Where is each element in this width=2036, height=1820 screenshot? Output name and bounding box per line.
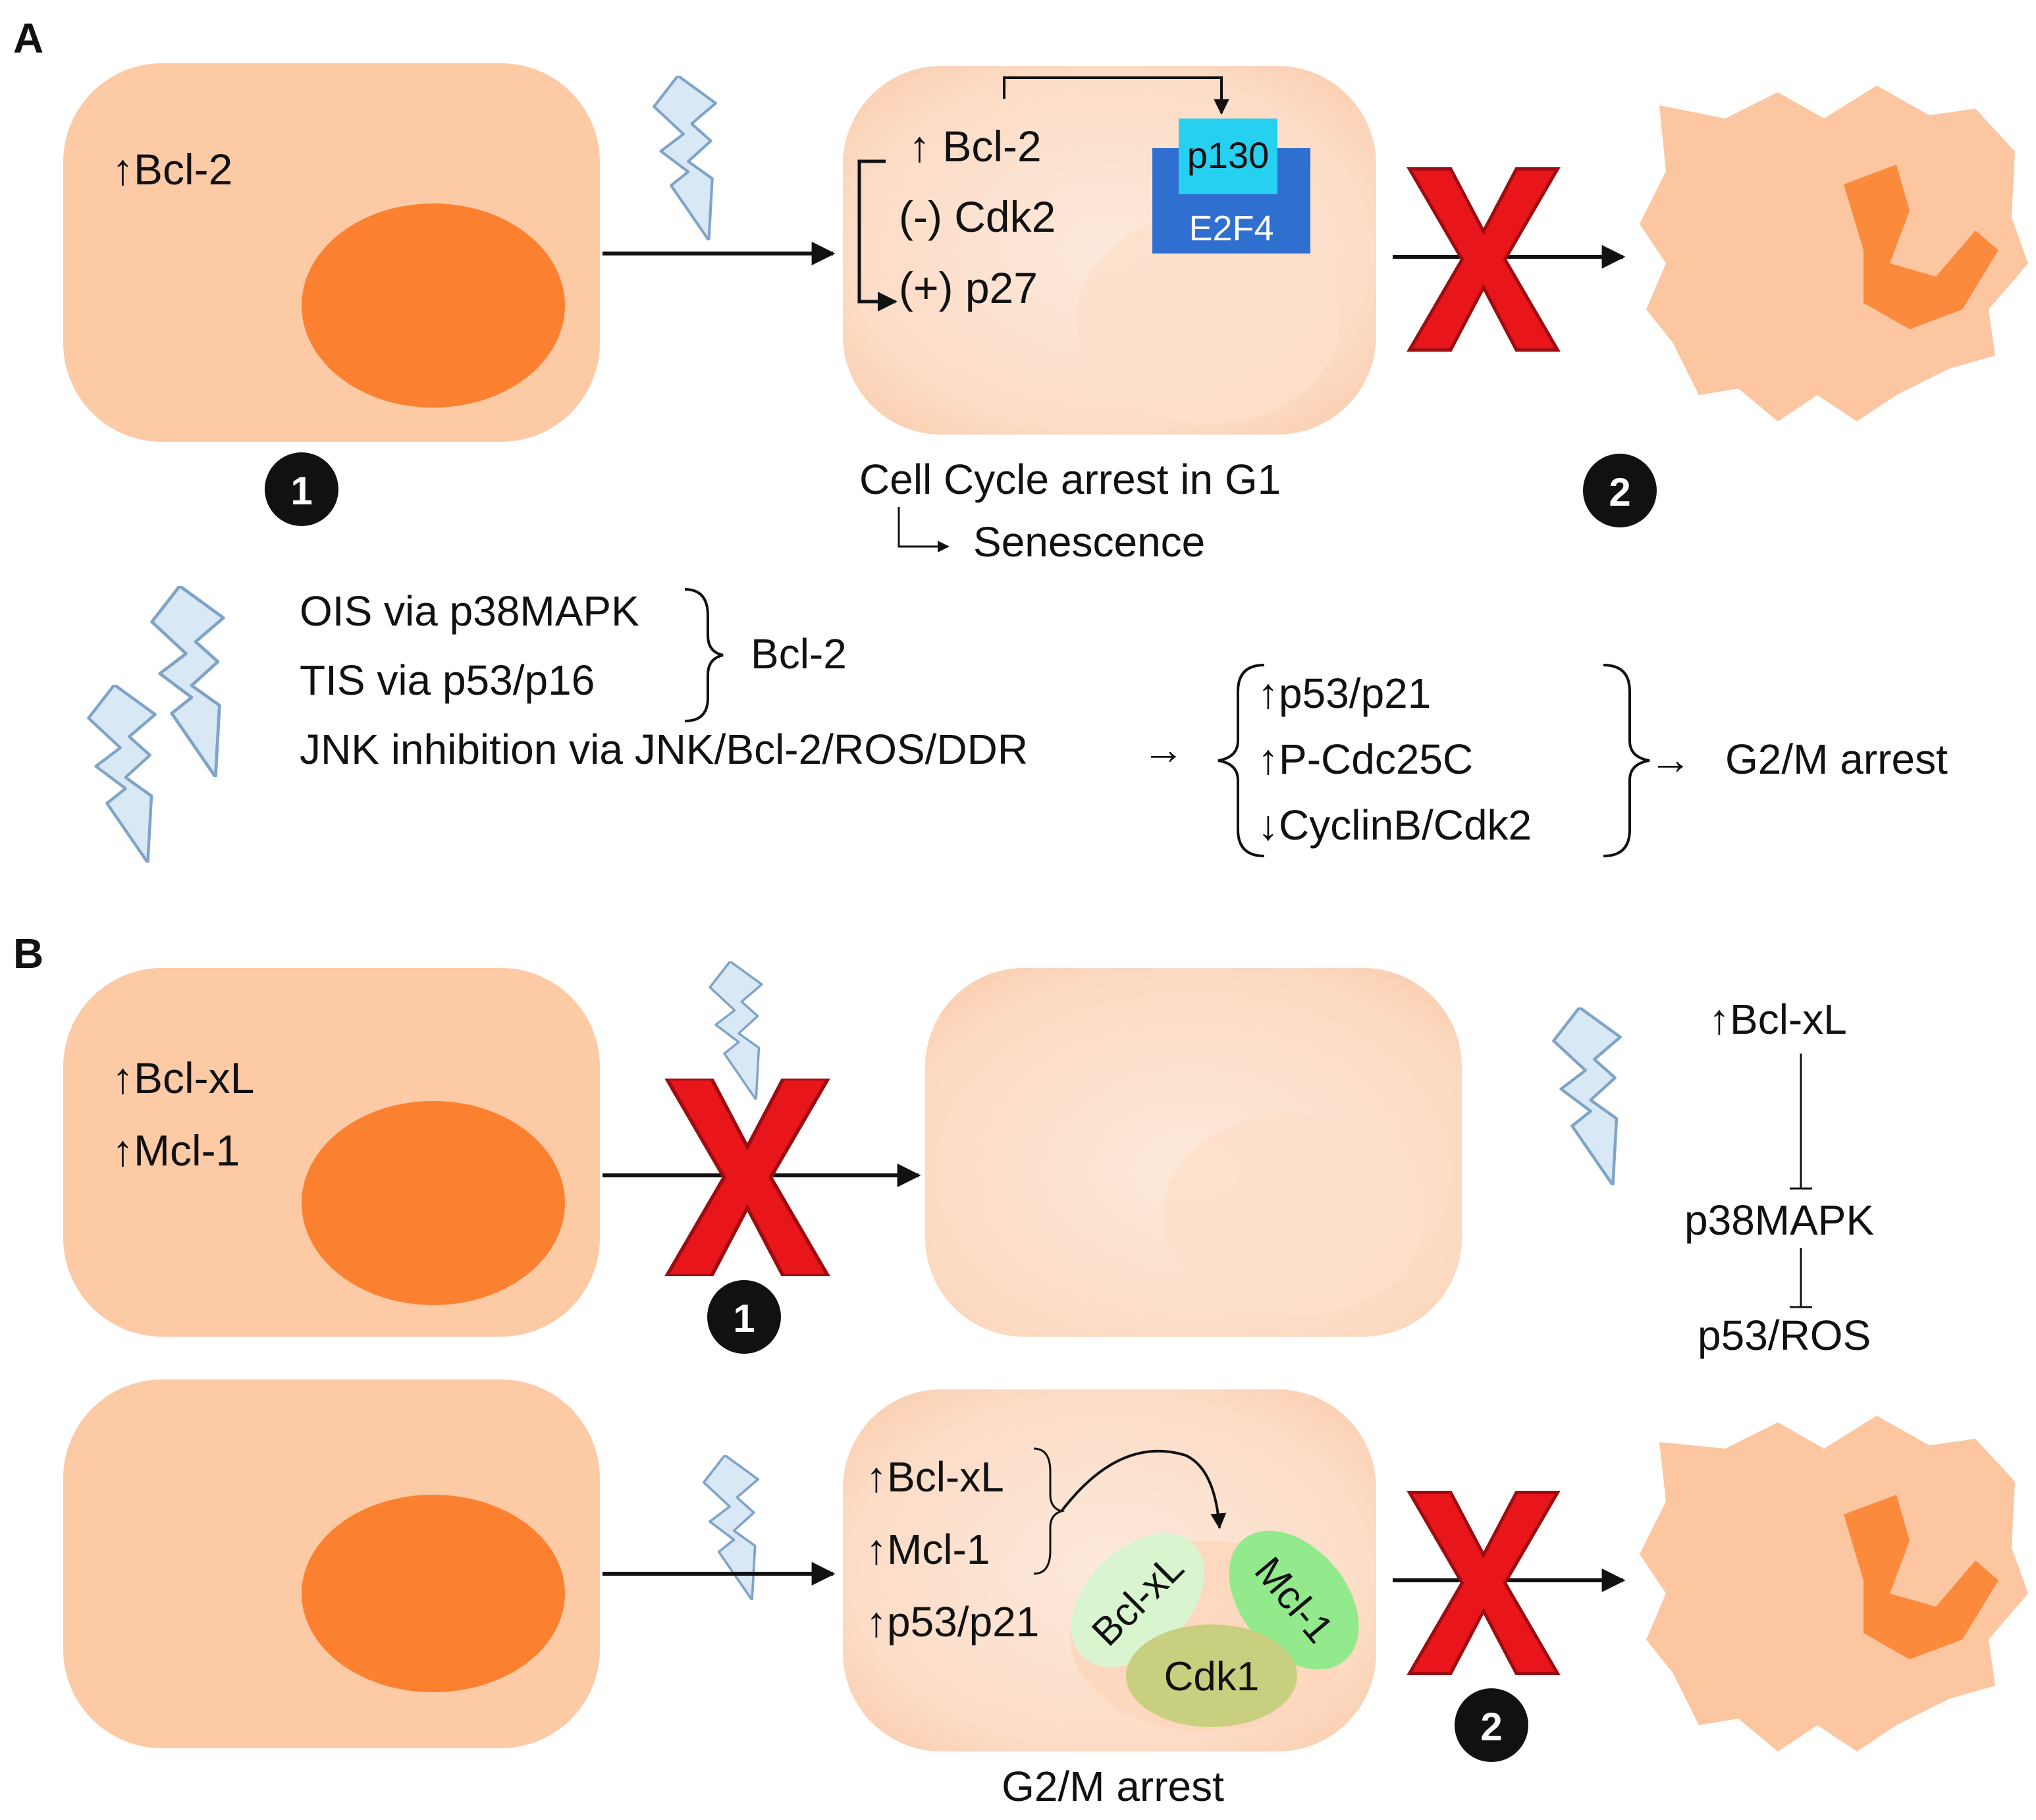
cell-b4-line-3: ↑p53/p21 <box>866 1598 1039 1646</box>
panel-label-a: A <box>13 14 43 62</box>
pathway-arrow-2: → <box>1649 736 1692 783</box>
arrow-icon <box>1060 1449 1227 1530</box>
cell-b2 <box>925 968 1462 1337</box>
step-badge-2-label: 2 <box>1609 470 1630 514</box>
cdk1-ellipse <box>1126 1624 1297 1727</box>
pathway-g2m: G2/M arrest <box>1725 736 1948 783</box>
cell-a2: ↑ Bcl-2 (-) Cdk2 (+) p27 p130 E2F4 <box>843 66 1376 435</box>
caption-senescence: Senescence <box>973 518 1205 566</box>
p130-label: p130 <box>1187 134 1270 176</box>
nucleus <box>1162 1113 1426 1317</box>
step-badge-1 <box>265 452 338 526</box>
pathway-bcl2: Bcl-2 <box>751 630 847 678</box>
cell-a2-line-2: (-) Cdk2 <box>899 192 1056 241</box>
fragmented-nucleus <box>1844 165 1998 329</box>
cell-a2-line-3: (+) p27 <box>899 263 1038 312</box>
brace-icon <box>684 588 724 722</box>
nucleus <box>302 1101 565 1305</box>
step-badge-2 <box>1583 454 1657 527</box>
lightning-bolt-icon <box>654 76 716 240</box>
arrow-icon <box>857 159 897 311</box>
pathway-jnk: JNK inhibition via JNK/Bcl-2/ROS/DDR <box>300 726 1028 773</box>
cell-a1-marker: ↑Bcl-2 <box>112 145 232 194</box>
dying-cell-body <box>1640 86 2028 421</box>
nucleus <box>302 203 565 408</box>
cell-b4: ↑Bcl-xL ↑Mcl-1 ↑p53/p21 Bcl-xL Mcl-1 Cdk… <box>843 1389 1376 1752</box>
pathway-ois: OIS via p38MAPK <box>300 587 639 635</box>
lightning-bolt-icon <box>88 685 155 863</box>
dying-cell-body <box>1640 1416 2028 1752</box>
lightning-bolt-icon <box>710 961 762 1100</box>
pathway-pcdc25c: ↑P-Cdc25C <box>1258 736 1473 783</box>
cell-b4-line-2: ↑Mcl-1 <box>866 1526 990 1573</box>
arrow-icon <box>1003 76 1229 115</box>
side-p53ros: p53/ROS <box>1698 1312 1871 1359</box>
cell-b4-line-1: ↑Bcl-xL <box>866 1453 1004 1501</box>
lightning-bolt-icon <box>152 586 224 777</box>
cross-icon <box>1410 1493 1558 1674</box>
pathway-arrow-1: → <box>1142 726 1185 773</box>
lightning-bolt-icon <box>1553 1007 1620 1185</box>
dying-cell-a <box>1640 86 2028 421</box>
cell-b1-line-1: ↑Bcl-xL <box>112 1054 254 1102</box>
cross-icon <box>1410 169 1558 350</box>
step-badge-2 <box>1455 1688 1528 1762</box>
brace-icon <box>1218 664 1265 857</box>
step-badge-1 <box>707 1280 781 1354</box>
step-badge-1-label: 1 <box>733 1297 755 1341</box>
dying-cell-b <box>1640 1416 2028 1752</box>
panel-b: B ↑Bcl-xL ↑Mcl-1 1 ↑Bcl-xL p38MAPK p53/R… <box>13 930 2028 1810</box>
caption-g2m: G2/M arrest <box>1002 1763 1224 1810</box>
caption-g1-arrest: Cell Cycle arrest in G1 <box>859 456 1281 503</box>
nucleus <box>302 1495 565 1692</box>
pathway-p53p21: ↑p53/p21 <box>1258 670 1431 717</box>
step-badge-1-label: 1 <box>290 469 312 513</box>
cell-b1: ↑Bcl-xL ↑Mcl-1 <box>63 968 600 1337</box>
nucleus <box>1077 214 1340 425</box>
e2f4-label: E2F4 <box>1189 209 1273 248</box>
arrow-icon <box>897 507 950 552</box>
brace-icon <box>1603 664 1650 857</box>
complex-cdk1-label: Cdk1 <box>1164 1654 1260 1700</box>
p130-box <box>1179 119 1277 194</box>
pathway-cyclinb: ↓CyclinB/Cdk2 <box>1258 801 1532 849</box>
side-bclxl: ↑Bcl-xL <box>1709 996 1847 1043</box>
cell-a2-line-1: ↑ Bcl-2 <box>909 122 1042 171</box>
fragmented-nucleus <box>1844 1495 1998 1659</box>
cell-b3 <box>63 1379 600 1748</box>
step-badge-2-label: 2 <box>1480 1705 1502 1749</box>
panel-label-b: B <box>13 930 43 977</box>
panel-a: A ↑Bcl-2 1 ↑ Bcl-2 (-) Cdk2 (+) p27 p130 <box>13 14 2028 863</box>
lightning-bolt-icon <box>704 1455 759 1600</box>
cell-b1-line-2: ↑Mcl-1 <box>112 1126 240 1175</box>
pathway-tis: TIS via p53/p16 <box>300 656 595 704</box>
side-p38: p38MAPK <box>1684 1196 1874 1244</box>
cell-a1: ↑Bcl-2 <box>63 63 600 442</box>
